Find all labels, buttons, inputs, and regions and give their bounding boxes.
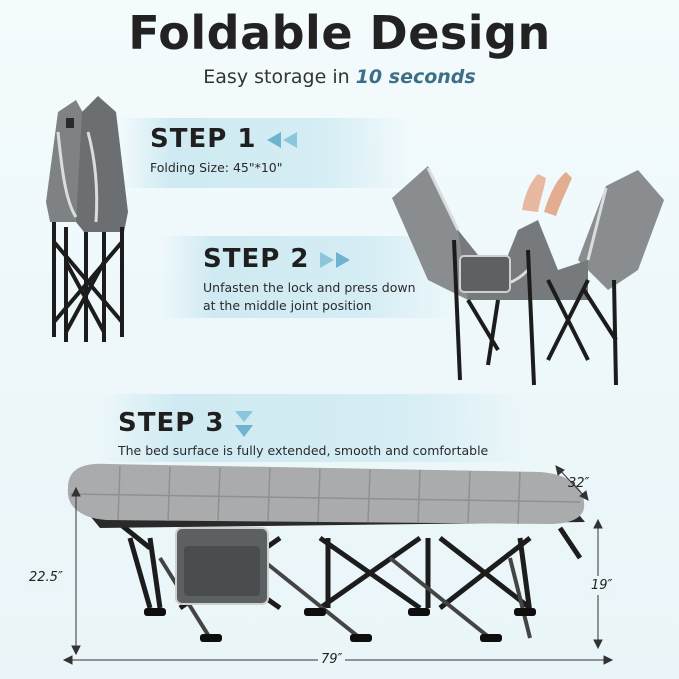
step-1-band xyxy=(120,118,410,188)
double-left-arrow-icon xyxy=(267,131,298,148)
folded-cot-illustration xyxy=(46,96,128,342)
double-right-arrow-icon xyxy=(320,251,351,268)
step-3-description: The bed surface is fully extended, smoot… xyxy=(118,443,489,458)
step-2-band xyxy=(160,236,460,318)
step-2-label: STEP 2 xyxy=(203,244,310,274)
step-2-description-line1: Unfasten the lock and press down xyxy=(203,280,416,295)
dimension-frame-height-label: 19″ xyxy=(590,576,614,595)
step-3-label: STEP 3 xyxy=(118,408,225,438)
dimension-width-label: 32″ xyxy=(568,476,590,491)
dimension-length-label: 79″ xyxy=(318,652,346,667)
subtitle-highlight: 10 seconds xyxy=(355,66,476,88)
step-1-title: STEP 1 xyxy=(150,124,300,154)
unfolding-cot-illustration xyxy=(392,166,664,386)
double-down-arrow-icon xyxy=(235,410,254,437)
dimension-total-height-label: 22.5″ xyxy=(28,568,64,587)
step-1-label: STEP 1 xyxy=(150,124,257,154)
page-subtitle: Easy storage in 10 seconds xyxy=(0,66,679,88)
step-2-description: Unfasten the lock and press down at the … xyxy=(203,279,416,315)
step-3-band xyxy=(100,394,530,462)
step-1-description: Folding Size: 45"*10" xyxy=(150,160,283,175)
step-3-title: STEP 3 xyxy=(118,408,254,439)
step-2-title: STEP 2 xyxy=(203,244,353,274)
page-title: Foldable Design xyxy=(128,6,551,60)
subtitle-prefix: Easy storage in xyxy=(203,66,356,88)
step-2-description-line2: at the middle joint position xyxy=(203,298,372,313)
extended-cot-illustration xyxy=(67,463,585,642)
